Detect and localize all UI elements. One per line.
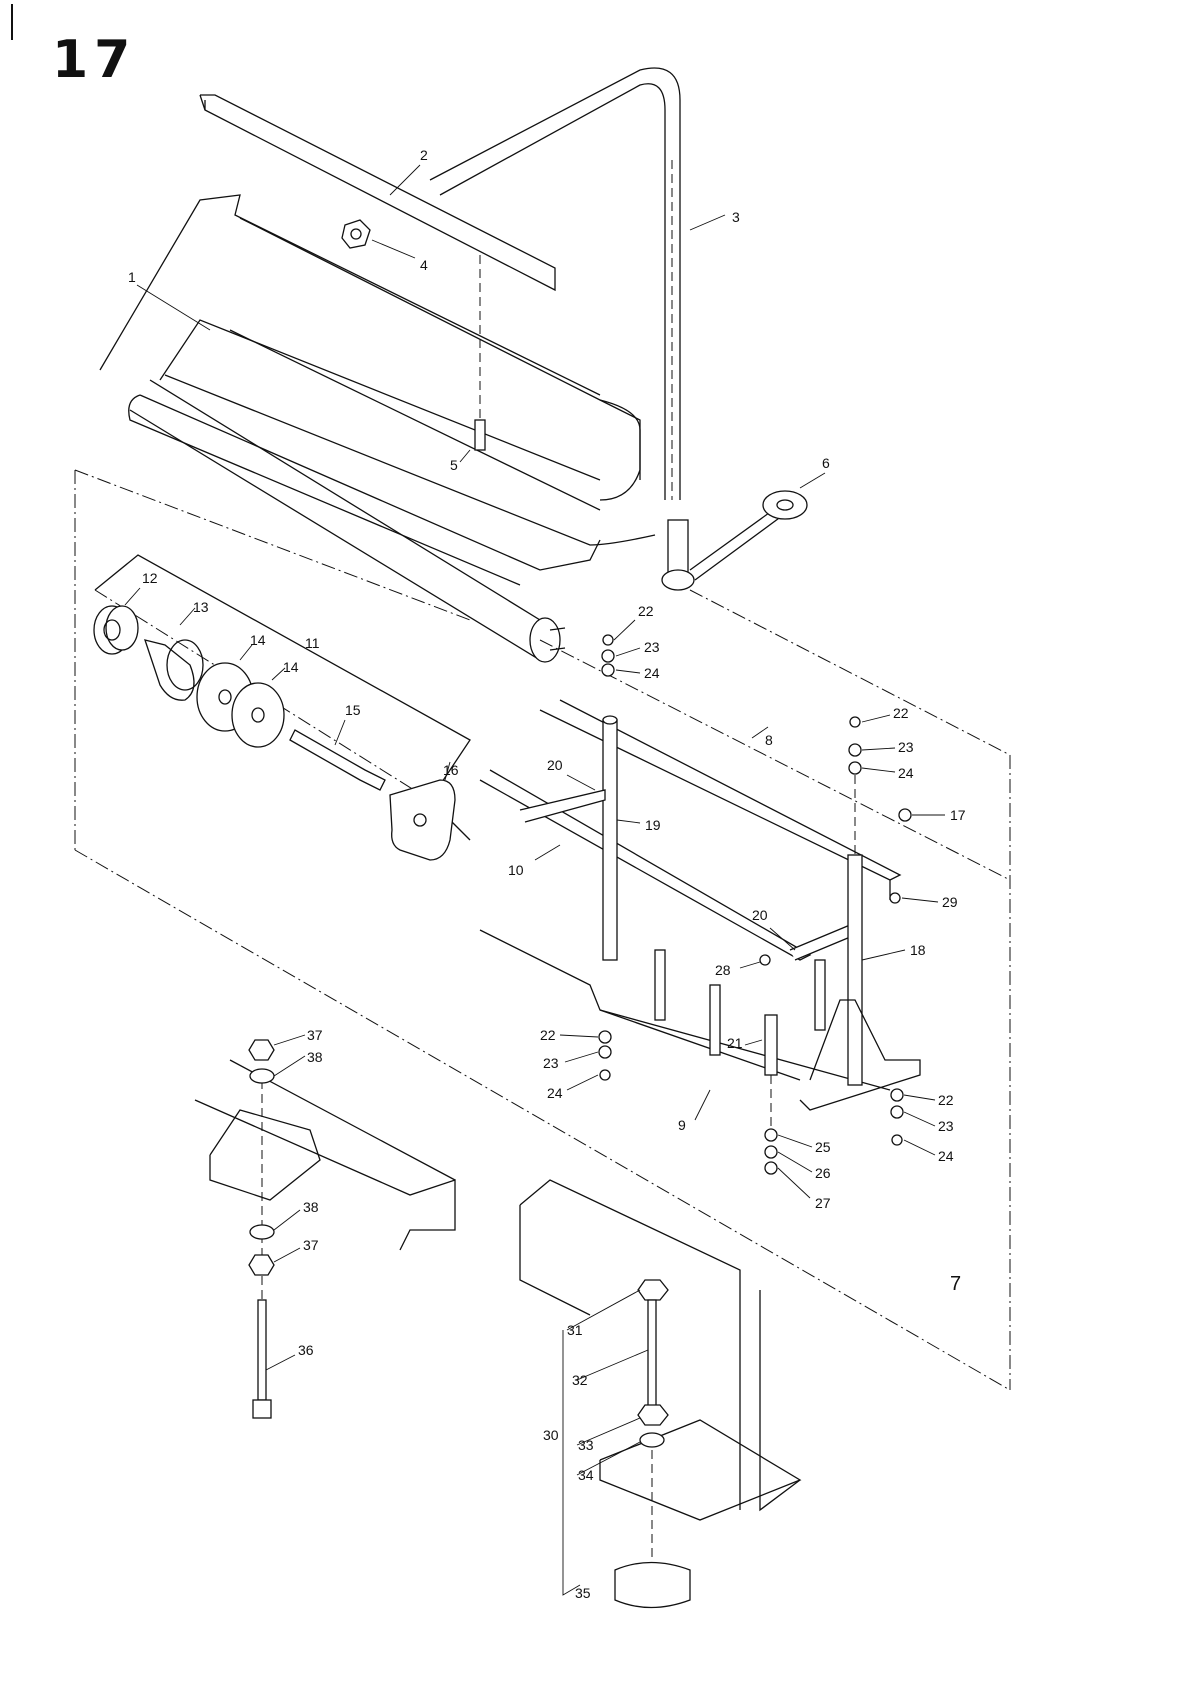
callout-3: 3 <box>732 209 740 225</box>
part-20-arms <box>520 775 855 960</box>
callout-23c: 23 <box>543 1055 559 1071</box>
callout-2: 2 <box>420 147 428 163</box>
part-4-nut <box>342 220 415 258</box>
fastener-stack-22-24-top <box>602 620 640 676</box>
part-15-threaded-rod <box>290 720 385 790</box>
part-17-screw <box>899 809 945 821</box>
part-10-rail <box>480 770 810 960</box>
callout-14a: 14 <box>250 632 266 648</box>
part-12-knob <box>94 588 140 654</box>
part-5-screw <box>460 255 485 462</box>
callout-34: 34 <box>578 1467 594 1483</box>
callout-16: 16 <box>443 762 459 778</box>
part-9-base <box>480 930 890 1120</box>
callout-24c: 24 <box>547 1085 563 1101</box>
page-number: 17 <box>52 30 136 90</box>
callout-27: 27 <box>815 1195 831 1211</box>
callout-26: 26 <box>815 1165 831 1181</box>
callout-7: 7 <box>950 1273 961 1295</box>
callout-22c: 22 <box>540 1027 556 1043</box>
callout-28: 28 <box>715 962 731 978</box>
part-2-bar <box>200 95 555 290</box>
callout-24a: 24 <box>644 665 660 681</box>
part-19-post <box>603 716 640 960</box>
callout-6: 6 <box>822 455 830 471</box>
part-28-screw <box>740 955 770 968</box>
callouts: 1 2 3 4 5 6 7 8 9 10 11 12 13 14 14 15 1… <box>128 147 966 1601</box>
fastener-stack-22-24-right <box>849 715 895 855</box>
callout-10: 10 <box>508 862 524 878</box>
callout-25: 25 <box>815 1139 831 1155</box>
bracket-assembly <box>195 1035 455 1418</box>
callout-4: 4 <box>420 257 428 273</box>
part-3-arm <box>430 68 725 500</box>
callout-13: 13 <box>193 599 209 615</box>
fastener-stack-25-27 <box>765 1129 812 1198</box>
callout-22b: 22 <box>893 705 909 721</box>
callout-15: 15 <box>345 702 361 718</box>
part-13-bushing <box>145 608 203 700</box>
callout-12: 12 <box>142 570 158 586</box>
part-29-screw <box>890 893 938 903</box>
part-14-washers <box>197 645 285 747</box>
callout-20a: 20 <box>547 757 563 773</box>
part-21-pin <box>745 1015 777 1130</box>
fastener-stack-22-24-bottom <box>560 1031 611 1090</box>
callout-35: 35 <box>575 1585 591 1601</box>
callout-5: 5 <box>450 457 458 473</box>
callout-38a: 38 <box>307 1049 323 1065</box>
callout-21: 21 <box>727 1035 743 1051</box>
part-1-housing <box>100 195 655 585</box>
callout-8: 8 <box>765 732 773 748</box>
part-6-crank <box>662 473 825 590</box>
fastener-stack-22-24-base <box>891 1089 935 1155</box>
leveling-foot-assembly <box>520 1180 800 1608</box>
callout-1: 1 <box>128 269 136 285</box>
panel-frame <box>75 470 1010 1390</box>
callout-18: 18 <box>910 942 926 958</box>
callout-22a: 22 <box>638 603 654 619</box>
callout-19: 19 <box>645 817 661 833</box>
callout-24b: 24 <box>898 765 914 781</box>
callout-23a: 23 <box>644 639 660 655</box>
callout-23b: 23 <box>898 739 914 755</box>
callout-31: 31 <box>567 1322 583 1338</box>
callout-36: 36 <box>298 1342 314 1358</box>
callout-38b: 38 <box>303 1199 319 1215</box>
callout-9: 9 <box>678 1117 686 1133</box>
callout-37a: 37 <box>307 1027 323 1043</box>
lamp-tube <box>130 380 565 662</box>
callout-33: 33 <box>578 1437 594 1453</box>
callout-17: 17 <box>950 807 966 823</box>
callout-11: 11 <box>305 635 320 651</box>
callout-20b: 20 <box>752 907 768 923</box>
callout-22d: 22 <box>938 1092 954 1108</box>
callout-32: 32 <box>572 1372 588 1388</box>
callout-23d: 23 <box>938 1118 954 1134</box>
callout-29: 29 <box>942 894 958 910</box>
callout-30: 30 <box>543 1427 559 1443</box>
callout-24d: 24 <box>938 1148 954 1164</box>
callout-14b: 14 <box>283 659 299 675</box>
callout-37b: 37 <box>303 1237 319 1253</box>
